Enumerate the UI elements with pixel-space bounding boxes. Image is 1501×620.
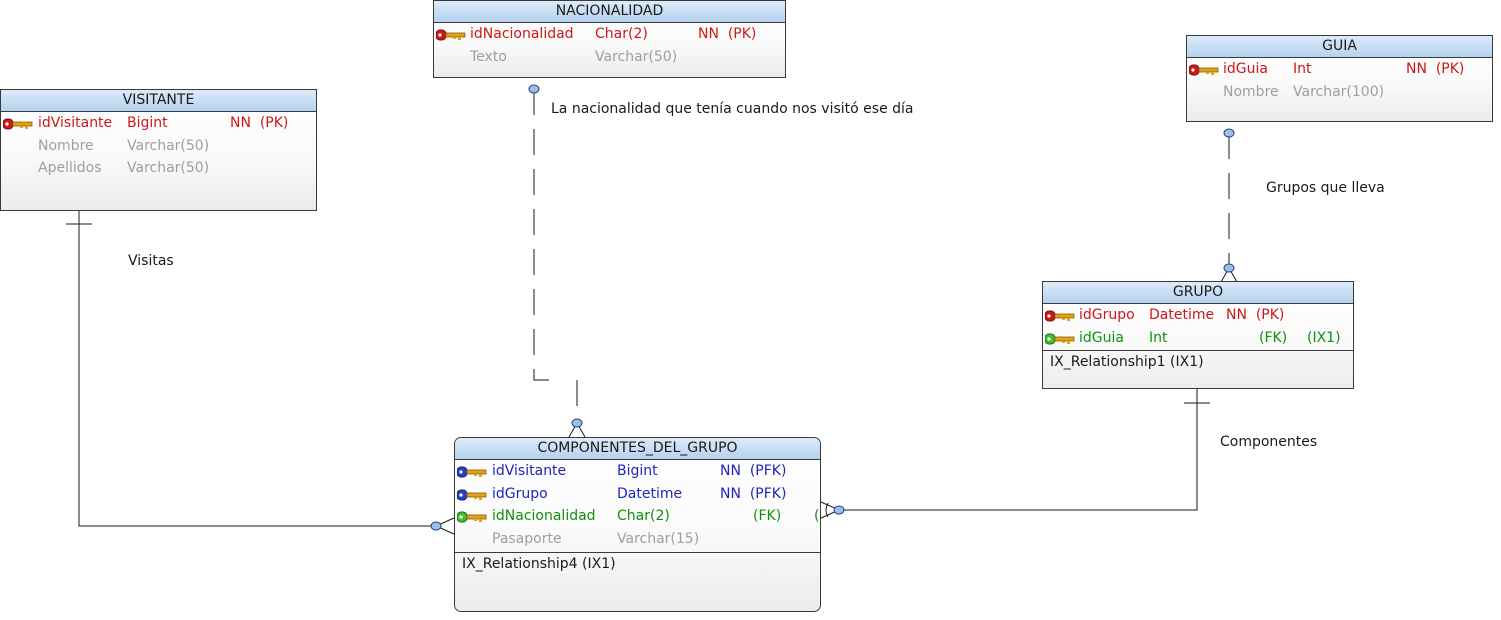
column-row[interactable]: Nombre Varchar(50) [1, 135, 316, 158]
entity-title: GRUPO [1043, 282, 1353, 304]
column-type: Varchar(50) [595, 48, 678, 65]
entity-title: VISITANTE [1, 90, 316, 112]
relationship-label-nacionalidad: La nacionalidad que tenía cuando nos vis… [551, 101, 914, 117]
column-flags: NN (PK) [1226, 307, 1285, 323]
column-flags: NN (PK) [230, 115, 289, 131]
column-row[interactable]: Apellidos Varchar(50) [1, 157, 316, 180]
column-row[interactable]: Pasaporte Varchar(15) [455, 528, 820, 551]
column-index: (IX1) [1307, 329, 1341, 346]
column-row[interactable]: Texto Varchar(50) [434, 46, 785, 69]
column-flags: (FK) [1259, 329, 1288, 346]
entity-title: NACIONALIDAD [434, 1, 785, 23]
column-flags: NN (PK) [698, 26, 757, 42]
index-name: IX_Relationship4 (IX1) [462, 556, 616, 572]
column-name: idGuia [1079, 329, 1124, 346]
column-name: idGrupo [492, 485, 548, 502]
relationship-label-guia: Grupos que lleva [1266, 180, 1385, 196]
pk-key-icon [436, 29, 466, 41]
optional-end-circle [1223, 128, 1235, 138]
column-row[interactable]: idVisitante Bigint NN (PK) [1, 112, 316, 135]
column-type: Char(2) [617, 508, 670, 524]
relationship-label-componentes: Componentes [1220, 434, 1318, 450]
column-type: Datetime [1149, 307, 1215, 323]
column-type: Bigint [617, 463, 658, 479]
column-type: Int [1149, 329, 1168, 346]
entity-title: GUIA [1187, 36, 1492, 58]
column-type: Bigint [127, 115, 168, 131]
entity-title: COMPONENTES_DEL_GRUPO [455, 438, 820, 460]
column-type: Varchar(100) [1293, 83, 1385, 100]
column-flags: NN (PK) [1406, 61, 1465, 77]
column-name: idNacionalidad [470, 26, 574, 42]
relationship-componentes-line [820, 389, 1210, 519]
column-name: idVisitante [492, 463, 567, 479]
column-flags: NN (PFK) [720, 485, 787, 502]
optional-end-circle [833, 505, 845, 515]
column-name: idNacionalidad [492, 508, 596, 524]
column-name: Texto [470, 48, 507, 65]
column-type: Int [1293, 61, 1312, 77]
entity-grupo[interactable]: GRUPO idGrupo Datetime NN (PK) idGuia In… [1042, 281, 1354, 389]
entity-guia[interactable]: GUIA idGuia Int NN (PK) Nombre Varchar(1… [1186, 35, 1493, 122]
column-row[interactable]: idGrupo Datetime NN (PK) [1043, 304, 1353, 327]
pk-key-icon [1045, 310, 1075, 322]
column-name: Pasaporte [492, 530, 562, 547]
column-row[interactable]: idNacionalidad Char(2) NN (PK) [434, 23, 785, 46]
entity-visitante[interactable]: VISITANTE idVisitante Bigint NN (PK) Nom… [0, 89, 317, 211]
column-type: Char(2) [595, 26, 648, 42]
column-index: ( [814, 508, 820, 524]
optional-end-circle [1223, 263, 1235, 273]
relationship-nacionalidad-line [533, 89, 578, 423]
column-row[interactable]: idGuia Int NN (PK) [1187, 58, 1492, 81]
column-row[interactable]: idGrupo Datetime NN (PFK) [455, 483, 820, 506]
entity-nacionalidad[interactable]: NACIONALIDAD idNacionalidad Char(2) NN (… [433, 0, 786, 78]
relationship-visitas-line [66, 211, 455, 535]
column-type: Varchar(50) [127, 137, 210, 154]
relationship-label-visitas: Visitas [128, 253, 174, 269]
index-section: IX_Relationship1 (IX1) [1043, 350, 1353, 373]
optional-end-circle [528, 84, 540, 94]
column-row[interactable]: Nombre Varchar(100) [1187, 81, 1492, 104]
entity-componentes-del-grupo[interactable]: COMPONENTES_DEL_GRUPO idVisitante Bigint… [454, 437, 821, 612]
fk-key-icon [457, 511, 487, 523]
column-row[interactable]: idVisitante Bigint NN (PFK) [455, 460, 820, 483]
column-name: idGrupo [1079, 307, 1135, 323]
column-name: idVisitante [38, 115, 113, 131]
column-name: idGuia [1223, 61, 1268, 77]
optional-end-circle [571, 418, 583, 428]
index-name: IX_Relationship1 (IX1) [1050, 354, 1204, 370]
column-type: Datetime [617, 485, 683, 502]
column-name: Apellidos [38, 160, 102, 176]
fk-key-icon [1045, 333, 1075, 344]
optional-end-circle [430, 521, 442, 531]
column-row[interactable]: idGuia Int (FK) (IX1) [1043, 327, 1353, 350]
column-flags: (FK) [753, 508, 782, 524]
column-row[interactable]: idNacionalidad Char(2) (FK) ( [455, 505, 820, 528]
column-flags: NN (PFK) [720, 463, 787, 479]
column-type: Varchar(50) [127, 160, 210, 176]
pfk-key-icon [457, 466, 487, 478]
column-name: Nombre [38, 137, 94, 154]
column-type: Varchar(15) [617, 530, 700, 547]
index-section: IX_Relationship4 (IX1) [455, 552, 820, 575]
column-name: Nombre [1223, 83, 1279, 100]
pfk-key-icon [457, 489, 487, 500]
pk-key-icon [3, 118, 33, 130]
pk-key-icon [1189, 64, 1219, 76]
